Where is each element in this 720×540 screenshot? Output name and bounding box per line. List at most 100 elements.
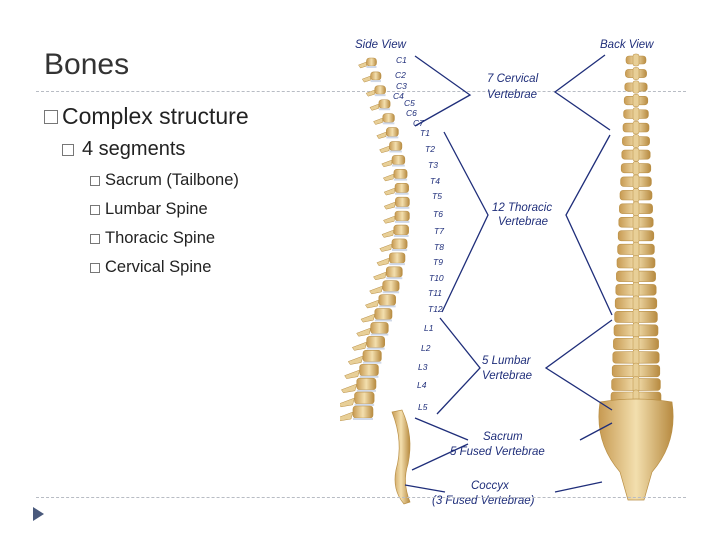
- spinous-process: [351, 341, 368, 351]
- bullet-text: Thoracic Spine: [105, 229, 216, 247]
- region-label-line2: Vertebrae: [487, 89, 537, 101]
- hollow-square-bullet-icon: [44, 109, 58, 124]
- intervertebral-disc: [395, 192, 409, 195]
- spinous-process: [369, 285, 384, 295]
- spinous-process: [347, 355, 364, 365]
- spinous-process: [361, 75, 371, 83]
- vertebra-body: [366, 57, 377, 67]
- intervertebral-disc: [393, 234, 409, 237]
- lumbar-bracket-right: [544, 319, 613, 411]
- region-label-line2: Vertebrae: [498, 216, 548, 228]
- spinous-process-back: [632, 94, 640, 108]
- intervertebral-disc: [391, 249, 408, 252]
- region-label-line2: (3 Fused Vertebrae): [432, 495, 535, 507]
- spinous-process: [381, 229, 395, 238]
- bullet-level-3: Sacrum (Tailbone): [90, 171, 239, 190]
- vertebra-label: C7: [413, 118, 424, 128]
- spinous-process-back: [632, 161, 640, 176]
- intervertebral-disc: [382, 122, 395, 125]
- spinous-process-back: [632, 134, 640, 148]
- cervical-bracket-right: [553, 54, 611, 131]
- bullet-text: 4 segments: [82, 138, 186, 160]
- spinous-process-back: [632, 107, 640, 121]
- vertebra-label: T3: [428, 160, 438, 170]
- coccyx-pointer-right: [554, 481, 603, 493]
- sacrum-pointer-left-2: [411, 443, 469, 471]
- intervertebral-disc: [352, 418, 373, 420]
- bullet-level-3: Lumbar Spine: [90, 200, 208, 219]
- bullet-text: Cervical Spine: [105, 258, 212, 276]
- vertebra-label: C4: [393, 91, 404, 101]
- vertebra-label: T11: [428, 288, 442, 298]
- vertebra-label: T1: [420, 128, 430, 138]
- intervertebral-disc: [366, 347, 385, 350]
- spinous-process: [383, 215, 396, 224]
- vertebra-body: [352, 405, 374, 419]
- spinous-process: [379, 145, 390, 154]
- region-labels: 7 Cervical Vertebrae 12 Thoracic Vertebr…: [432, 73, 552, 507]
- vertebra-body: [394, 182, 409, 194]
- footer-divider: [36, 497, 686, 498]
- sacrum-side: [391, 409, 411, 505]
- vertebra-body: [389, 141, 403, 151]
- spinous-process: [365, 299, 380, 309]
- intervertebral-disc: [359, 375, 379, 378]
- spinous-process: [365, 89, 376, 97]
- vertebra-label: T10: [429, 273, 444, 283]
- intervertebral-disc: [370, 80, 381, 83]
- intervertebral-disc: [394, 220, 410, 223]
- vertebra-label: L2: [421, 343, 431, 353]
- spinous-process-back: [632, 282, 640, 298]
- bullet-level-1: Complex structure: [44, 103, 249, 130]
- vertebra-body: [386, 127, 399, 137]
- next-slide-arrow-icon[interactable]: [33, 507, 44, 521]
- thoracic-bracket-left: [441, 131, 489, 313]
- intervertebral-disc: [362, 361, 382, 364]
- vertebra-label: T12: [428, 304, 443, 314]
- intervertebral-disc: [378, 305, 396, 308]
- vertebra-body: [374, 85, 386, 95]
- spinous-process-back: [632, 174, 640, 189]
- intervertebral-disc: [374, 319, 392, 322]
- spinous-process-back: [632, 268, 640, 284]
- bullet-text: Lumbar Spine: [105, 200, 208, 218]
- region-label-line1: Coccyx: [471, 480, 510, 492]
- spinous-process: [382, 173, 395, 182]
- spinous-process-back: [632, 188, 640, 203]
- vertebra-label: T8: [434, 242, 444, 252]
- hollow-square-bullet-icon: [90, 204, 100, 215]
- sacrum-pointer-right: [579, 422, 613, 441]
- vertebra-label: T7: [434, 226, 444, 236]
- back-view-spine: [598, 53, 674, 501]
- vertebra-labels: C1 C2 C3 C4 C5 C6 C7 T1 T2 T3 T4 T5 T6 T…: [393, 55, 444, 412]
- spinous-process-back: [632, 228, 640, 244]
- spinous-process: [358, 61, 367, 69]
- intervertebral-disc: [378, 108, 391, 111]
- spinous-process: [341, 383, 358, 394]
- intervertebral-disc: [392, 164, 405, 167]
- vertebra-body: [370, 71, 382, 81]
- spinous-process: [369, 103, 380, 111]
- intervertebral-disc: [389, 150, 402, 153]
- hollow-square-bullet-icon: [90, 233, 100, 244]
- vertebra-body: [389, 252, 406, 264]
- spinous-process: [373, 271, 387, 281]
- cervical-bracket-left: [414, 55, 472, 127]
- vertebra-body: [382, 113, 395, 123]
- slide-title: Bones: [44, 48, 130, 81]
- intervertebral-disc: [356, 389, 376, 392]
- spinous-process-back: [632, 322, 640, 339]
- vertebra-label: T5: [432, 191, 442, 201]
- spinous-process: [376, 257, 390, 266]
- intervertebral-disc: [366, 66, 377, 68]
- spinous-process-back: [632, 53, 640, 67]
- spinous-process-back: [632, 147, 640, 162]
- region-label-line1: Sacrum: [483, 431, 523, 443]
- vertebra-body: [393, 224, 409, 236]
- vertebra-body: [391, 238, 408, 250]
- vertebra-label: C5: [404, 98, 415, 108]
- spinous-process: [340, 397, 355, 408]
- vertebra-label: L3: [418, 362, 428, 372]
- bullet-level-3: Cervical Spine: [90, 258, 211, 277]
- spinous-process-back: [632, 215, 640, 230]
